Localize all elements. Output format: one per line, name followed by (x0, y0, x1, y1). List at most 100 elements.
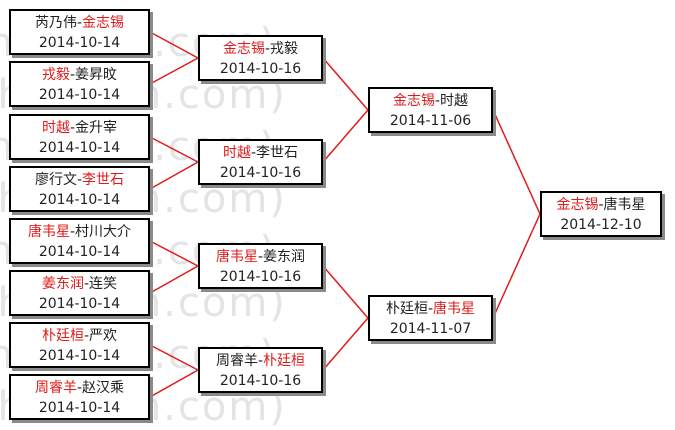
connector-line (149, 369, 199, 398)
match-date: 2014-10-16 (219, 373, 302, 389)
separator: - (76, 15, 83, 31)
match-box-round-1-8: 周睿羊-赵汉乘 2014-10-14 (9, 374, 150, 420)
match-box-round-3-2: 朴廷桓-唐韦星 2014-11-07 (368, 295, 493, 341)
match-box-round-2-1: 金志锡-戎毅 2014-10-16 (198, 35, 323, 81)
separator: - (250, 145, 257, 161)
separator: - (76, 172, 83, 188)
match-players: 周睿羊-朴廷桓 (200, 351, 321, 371)
player-1-name: 金志锡 (392, 93, 435, 109)
match-date: 2014-10-14 (38, 140, 121, 156)
connector-line (322, 57, 369, 111)
separator: - (264, 41, 271, 57)
connector-line (149, 161, 199, 190)
match-box-round-2-4: 周睿羊-朴廷桓 2014-10-16 (198, 347, 323, 393)
separator: - (69, 120, 76, 136)
separator: - (434, 93, 441, 109)
match-box-round-3-1: 金志锡-时越 2014-11-06 (368, 87, 493, 133)
player-1-name: 朴廷桓 (41, 328, 84, 344)
player-1-name: 朴廷桓 (385, 301, 428, 317)
player-2-name: 姜昇旼 (75, 67, 118, 83)
separator: - (69, 67, 76, 83)
match-date: 2014-10-16 (219, 61, 302, 77)
match-players: 戎毅-姜昇旼 (11, 65, 148, 85)
match-players: 朴廷桓-唐韦星 (370, 299, 491, 319)
match-box-round-1-6: 姜东润-连笑 2014-10-14 (9, 270, 150, 316)
player-2-name: 金升宰 (75, 120, 118, 136)
match-players: 唐韦星-姜东润 (200, 247, 321, 267)
match-players: 朴廷桓-严欢 (11, 326, 148, 346)
player-1-name: 唐韦星 (215, 249, 258, 265)
match-box-round-2-3: 唐韦星-姜东润 2014-10-16 (198, 243, 323, 289)
connector-line (322, 317, 369, 371)
match-players: 唐韦星-村川大介 (11, 222, 148, 242)
connector-line (149, 240, 199, 267)
connector-line (492, 109, 541, 215)
match-players: 廖行文-李世石 (11, 170, 148, 190)
separator: - (76, 380, 83, 396)
player-1-name: 金志锡 (222, 41, 265, 57)
connector-line (149, 265, 199, 294)
match-date: 2014-10-14 (38, 35, 121, 51)
player-2-name: 李世石 (256, 145, 299, 161)
match-date: 2014-12-10 (560, 217, 642, 233)
match-players: 时越-李世石 (200, 143, 321, 163)
player-2-name: 村川大介 (75, 224, 132, 240)
match-date: 2014-10-14 (38, 296, 121, 312)
match-box-round-4-1: 金志锡-唐韦星 2014-12-10 (540, 191, 662, 237)
player-1-name: 时越 (41, 120, 70, 136)
player-2-name: 戎毅 (270, 41, 299, 57)
separator: - (257, 353, 264, 369)
connector-line (492, 213, 541, 319)
separator: - (69, 224, 76, 240)
player-1-name: 金志锡 (556, 197, 599, 213)
player-1-name: 时越 (222, 145, 251, 161)
player-1-name: 唐韦星 (27, 224, 70, 240)
match-box-round-2-2: 时越-李世石 2014-10-16 (198, 139, 323, 185)
match-players: 姜东润-连笑 (11, 274, 148, 294)
match-players: 时越-金升宰 (11, 118, 148, 138)
match-box-round-1-5: 唐韦星-村川大介 2014-10-14 (9, 218, 150, 264)
player-2-name: 朴廷桓 (263, 353, 306, 369)
player-2-name: 唐韦星 (603, 197, 646, 213)
match-date: 2014-11-06 (389, 113, 472, 129)
match-players: 周睿羊-赵汉乘 (11, 378, 148, 398)
match-date: 2014-10-16 (219, 269, 302, 285)
connector-line (149, 57, 199, 85)
player-2-name: 李世石 (82, 172, 125, 188)
player-1-name: 廖行文 (34, 172, 77, 188)
match-date: 2014-10-14 (38, 87, 121, 103)
player-2-name: 严欢 (89, 328, 118, 344)
player-2-name: 姜东润 (263, 249, 306, 265)
match-date: 2014-11-07 (389, 321, 472, 337)
connector-line (149, 344, 199, 371)
separator: - (427, 301, 434, 317)
match-players: 芮乃伟-金志锡 (11, 13, 148, 33)
match-players: 金志锡-戎毅 (200, 39, 321, 59)
player-1-name: 芮乃伟 (34, 15, 77, 31)
separator: - (257, 249, 264, 265)
player-2-name: 赵汉乘 (82, 380, 125, 396)
player-2-name: 金志锡 (82, 15, 125, 31)
player-2-name: 时越 (440, 93, 469, 109)
separator: - (83, 276, 90, 292)
match-date: 2014-10-14 (38, 244, 121, 260)
match-date: 2014-10-14 (38, 400, 121, 416)
player-1-name: 周睿羊 (215, 353, 258, 369)
match-box-round-1-3: 时越-金升宰 2014-10-14 (9, 114, 150, 160)
connector-line (322, 265, 369, 319)
separator: - (598, 197, 604, 213)
separator: - (83, 328, 90, 344)
player-1-name: 姜东润 (41, 276, 84, 292)
player-1-name: 周睿羊 (34, 380, 77, 396)
connector-line (149, 31, 199, 59)
match-box-round-1-2: 戎毅-姜昇旼 2014-10-14 (9, 61, 150, 107)
match-date: 2014-10-16 (219, 165, 302, 181)
connector-line (149, 136, 199, 163)
player-2-name: 唐韦星 (433, 301, 476, 317)
match-box-round-1-1: 芮乃伟-金志锡 2014-10-14 (9, 9, 150, 55)
match-players: 金志锡-唐韦星 (542, 195, 660, 215)
